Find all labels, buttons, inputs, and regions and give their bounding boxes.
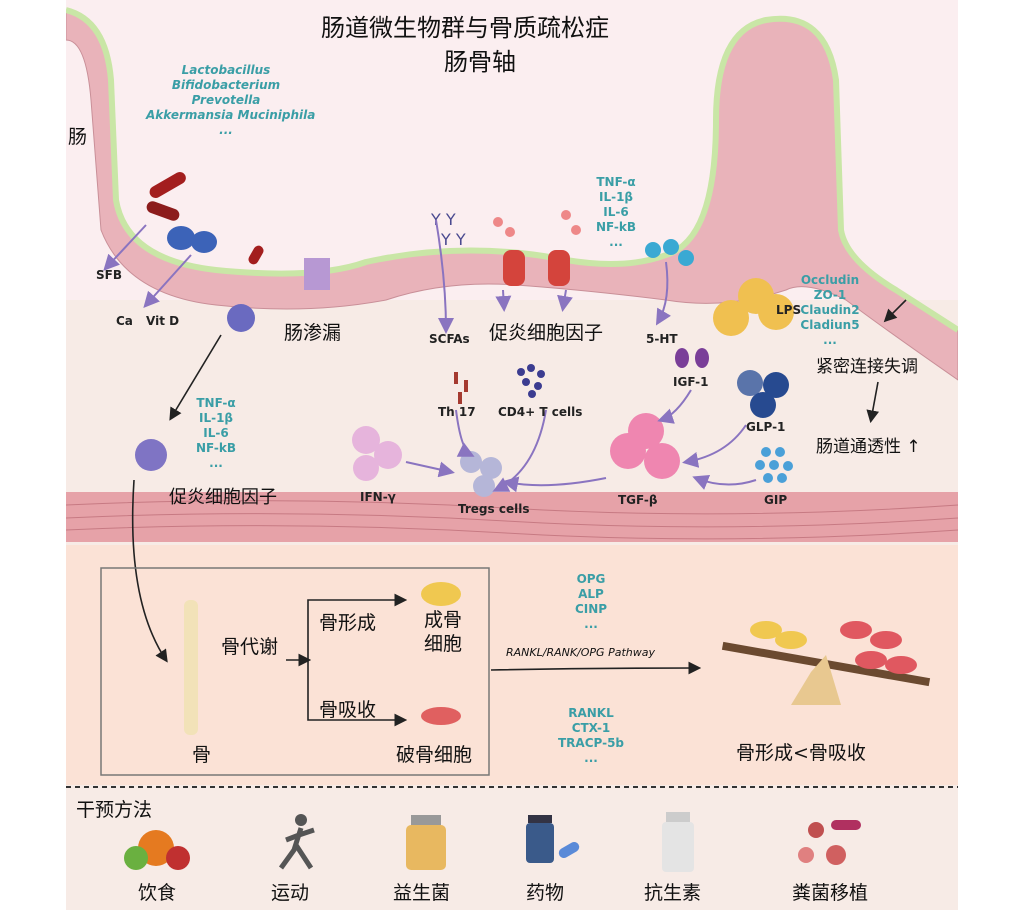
intervention-title: 干预方法 bbox=[76, 799, 153, 821]
diagram-graphics: Y YY Y bbox=[66, 0, 958, 872]
tj-dysfunction-label: 紧密连接失调 bbox=[816, 357, 918, 377]
permeability-label: 肠道通透性 ↑ bbox=[816, 437, 921, 457]
bacterium-blue bbox=[167, 226, 195, 250]
marker: TRACP-5b bbox=[557, 736, 625, 750]
tj-protein: Cladiun5 bbox=[800, 318, 860, 332]
dendritic-cell bbox=[135, 439, 167, 471]
bone-resorption-label: 骨吸收 bbox=[319, 699, 377, 721]
scfas-label: SCFAs bbox=[429, 332, 470, 346]
dendritic-cell bbox=[227, 304, 255, 332]
bacteria-name: Lactobacillus bbox=[181, 63, 271, 77]
cytokine: TNF-α bbox=[596, 175, 636, 189]
cytokine: IL-6 bbox=[603, 205, 629, 219]
food-icon bbox=[124, 830, 190, 870]
intervention-drugs: 药物 bbox=[526, 882, 565, 904]
bacteria-name: Bifidobacterium bbox=[171, 78, 281, 92]
osteoblast-shape bbox=[421, 582, 461, 606]
tgf-label: TGF-β bbox=[618, 493, 658, 507]
intervention-antibiotics: 抗生素 bbox=[644, 882, 702, 904]
marker: ... bbox=[584, 751, 598, 765]
bone-shape bbox=[184, 600, 198, 735]
marker: ALP bbox=[578, 587, 604, 601]
mucus-layer bbox=[66, 7, 958, 333]
cytokine: TNF-α bbox=[196, 396, 236, 410]
cytokine: NF-kB bbox=[196, 441, 236, 455]
probiotic-bottle-icon bbox=[406, 815, 446, 870]
osteoclast-label: 破骨细胞 bbox=[396, 744, 473, 766]
cytokines-label: 促炎细胞因子 bbox=[489, 322, 604, 344]
tregs-label: Tregs cells bbox=[458, 502, 530, 516]
marker: RANKL bbox=[568, 706, 614, 720]
fmt-icon bbox=[798, 820, 861, 865]
inflamed-cell bbox=[503, 250, 525, 286]
bacteria-name: ... bbox=[219, 123, 233, 137]
marker: CINP bbox=[574, 602, 608, 616]
cytokine: IL-6 bbox=[203, 426, 229, 440]
cytokine: IL-1β bbox=[598, 190, 634, 204]
marker: ... bbox=[584, 617, 598, 631]
cytokine: ... bbox=[609, 235, 623, 249]
cd4-label: CD4+ T cells bbox=[498, 405, 583, 419]
tj-protein: ZO-1 bbox=[813, 288, 847, 302]
serotonin-label: 5-HT bbox=[646, 332, 678, 346]
bacteria-name: Prevotella bbox=[191, 93, 261, 107]
marker: CTX-1 bbox=[571, 721, 611, 735]
osteoblast-label: 成骨 细胞 bbox=[424, 609, 463, 655]
title-line2: 肠骨轴 bbox=[444, 48, 516, 76]
th17-label: Th 17 bbox=[438, 405, 476, 419]
marker: OPG bbox=[576, 572, 606, 586]
sfb-label: SFB bbox=[96, 268, 122, 282]
osteoclast-shape bbox=[421, 707, 461, 725]
bacterium bbox=[149, 172, 186, 198]
svg-text:Y Y: Y Y bbox=[430, 210, 456, 229]
pathway-label: RANKL/RANK/OPG Pathway bbox=[506, 646, 655, 659]
bone-formation-label: 骨形成 bbox=[319, 612, 377, 634]
glp-label: GLP-1 bbox=[746, 420, 786, 434]
tj-protein: Claudin2 bbox=[800, 303, 860, 317]
svg-text:Y Y: Y Y bbox=[440, 230, 466, 249]
igf-label: IGF-1 bbox=[673, 375, 709, 389]
bone-metabolism-label: 骨代谢 bbox=[221, 636, 279, 658]
bacteria-list: Lactobacillus Bifidobacterium Prevotella… bbox=[146, 63, 316, 138]
ca-label: Ca bbox=[116, 314, 133, 328]
ifn-label: IFN-γ bbox=[360, 490, 396, 504]
gut-label: 肠 bbox=[68, 126, 88, 148]
gip-label: GIP bbox=[764, 493, 788, 507]
intervention-exercise: 运动 bbox=[271, 882, 310, 904]
leaky-gut-label: 肠渗漏 bbox=[284, 322, 342, 344]
tj-protein: Occludin bbox=[800, 273, 860, 287]
leaky-cell bbox=[304, 258, 330, 290]
medicine-icon bbox=[526, 815, 580, 863]
lps-label: LPS bbox=[776, 303, 802, 317]
cytokines-left-label: 促炎细胞因子 bbox=[169, 487, 277, 508]
bone-label: 骨 bbox=[192, 744, 212, 766]
vitd-label: Vit D bbox=[146, 314, 180, 328]
intervention-probiotics: 益生菌 bbox=[393, 882, 451, 904]
cytokine: ... bbox=[209, 456, 223, 470]
cytokine: NF-kB bbox=[596, 220, 636, 234]
bone-metabolism-box bbox=[100, 567, 490, 776]
title-line1: 肠道微生物群与骨质疏松症 bbox=[321, 14, 609, 42]
intervention-diet: 饮食 bbox=[138, 882, 177, 904]
balance-label: 骨形成<骨吸收 bbox=[736, 742, 866, 764]
intervention-fmt: 粪菌移植 bbox=[792, 882, 869, 904]
cytokine: IL-1β bbox=[198, 411, 234, 425]
bacteria-name: Akkermansia Muciniphila bbox=[146, 108, 316, 122]
antibiotic-icon bbox=[662, 812, 694, 872]
running-icon bbox=[278, 814, 315, 870]
tj-protein: ... bbox=[823, 333, 837, 347]
